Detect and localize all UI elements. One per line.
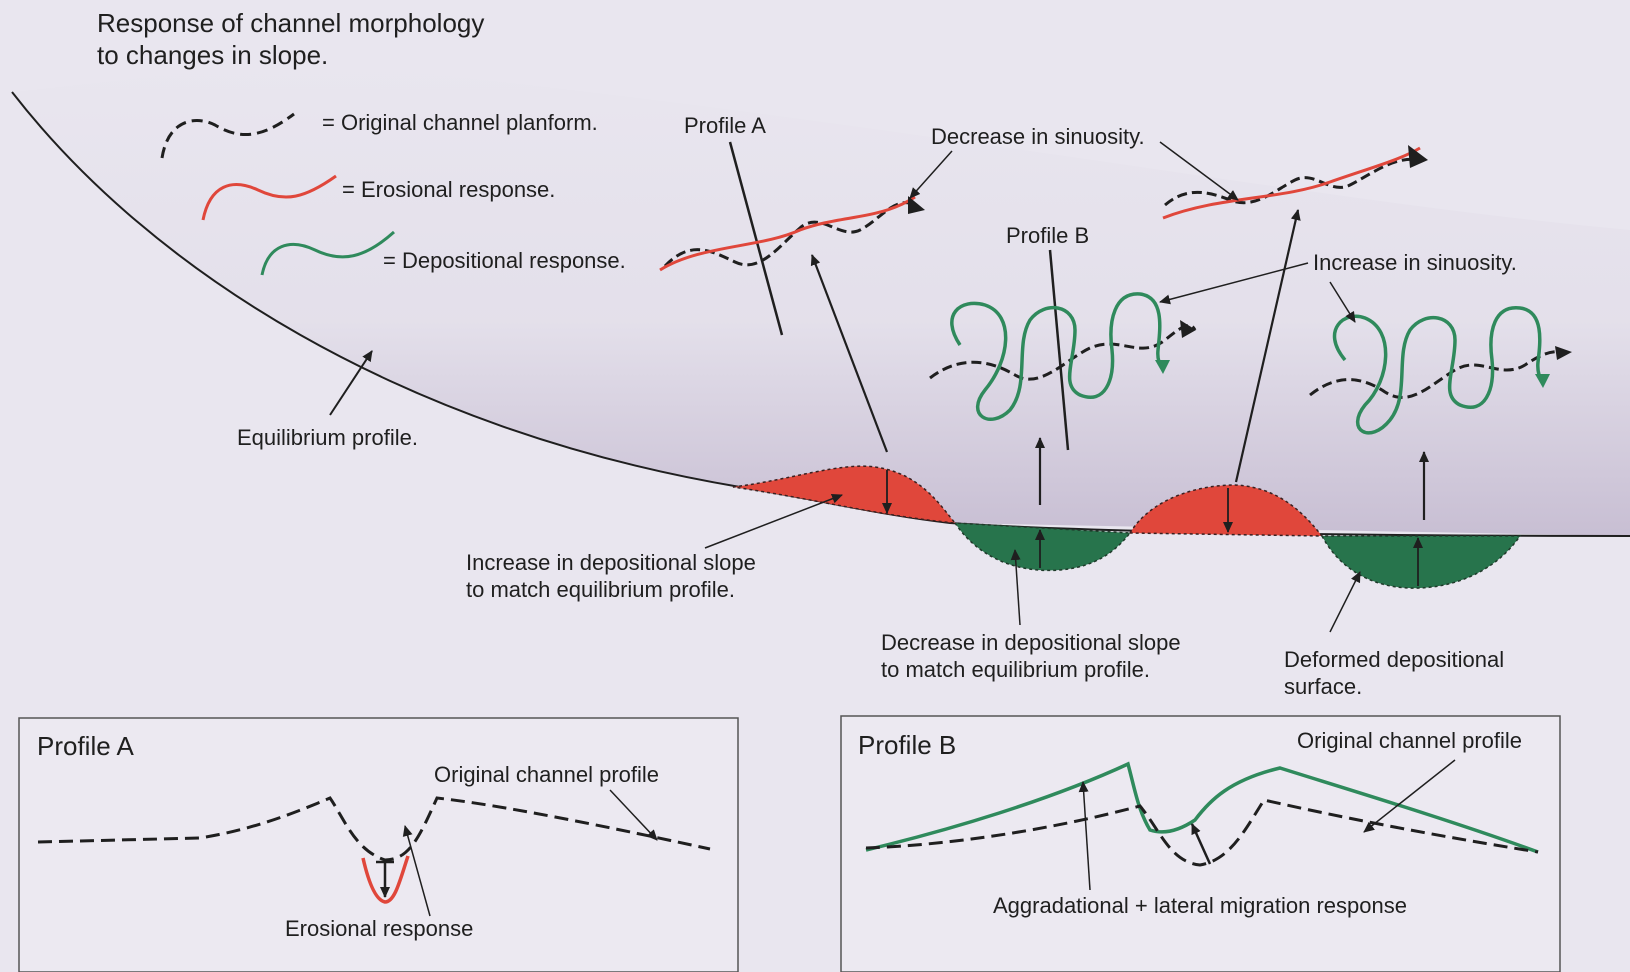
title-line-1: Response of channel morphology [97, 8, 484, 38]
panel-a-erosional-label: Erosional response [285, 916, 473, 941]
panel-a-original-label: Original channel profile [434, 762, 659, 787]
decrease-sinuosity-label: Decrease in sinuosity. [931, 124, 1145, 149]
legend-depositional-label: = Depositional response. [383, 248, 626, 273]
equilibrium-profile-label: Equilibrium profile. [237, 425, 418, 450]
profile-b-label: Profile B [1006, 223, 1089, 248]
title-line-2: to changes in slope. [97, 40, 328, 70]
legend-original-label: = Original channel planform. [322, 110, 598, 135]
profile-a-label: Profile A [684, 113, 766, 138]
panel-b-original-label: Original channel profile [1297, 728, 1522, 753]
increase-slope-label-1: Increase in depositional slope [466, 550, 756, 575]
deformed-label-2: surface. [1284, 674, 1362, 699]
decrease-slope-label-2: to match equilibrium profile. [881, 657, 1150, 682]
deformed-label-1: Deformed depositional [1284, 647, 1504, 672]
legend-erosional-label: = Erosional response. [342, 177, 555, 202]
panel-profile-b: Profile B Original channel profile Aggra… [841, 716, 1560, 972]
panel-a-title: Profile A [37, 731, 134, 761]
decrease-slope-label-1: Decrease in depositional slope [881, 630, 1181, 655]
panel-b-aggradational-label: Aggradational + lateral migration respon… [993, 893, 1407, 918]
panel-b-title: Profile B [858, 730, 956, 760]
increase-slope-label-2: to match equilibrium profile. [466, 577, 735, 602]
increase-sinuosity-label: Increase in sinuosity. [1313, 250, 1517, 275]
panel-profile-a: Profile A Original channel profile Erosi… [19, 718, 738, 972]
